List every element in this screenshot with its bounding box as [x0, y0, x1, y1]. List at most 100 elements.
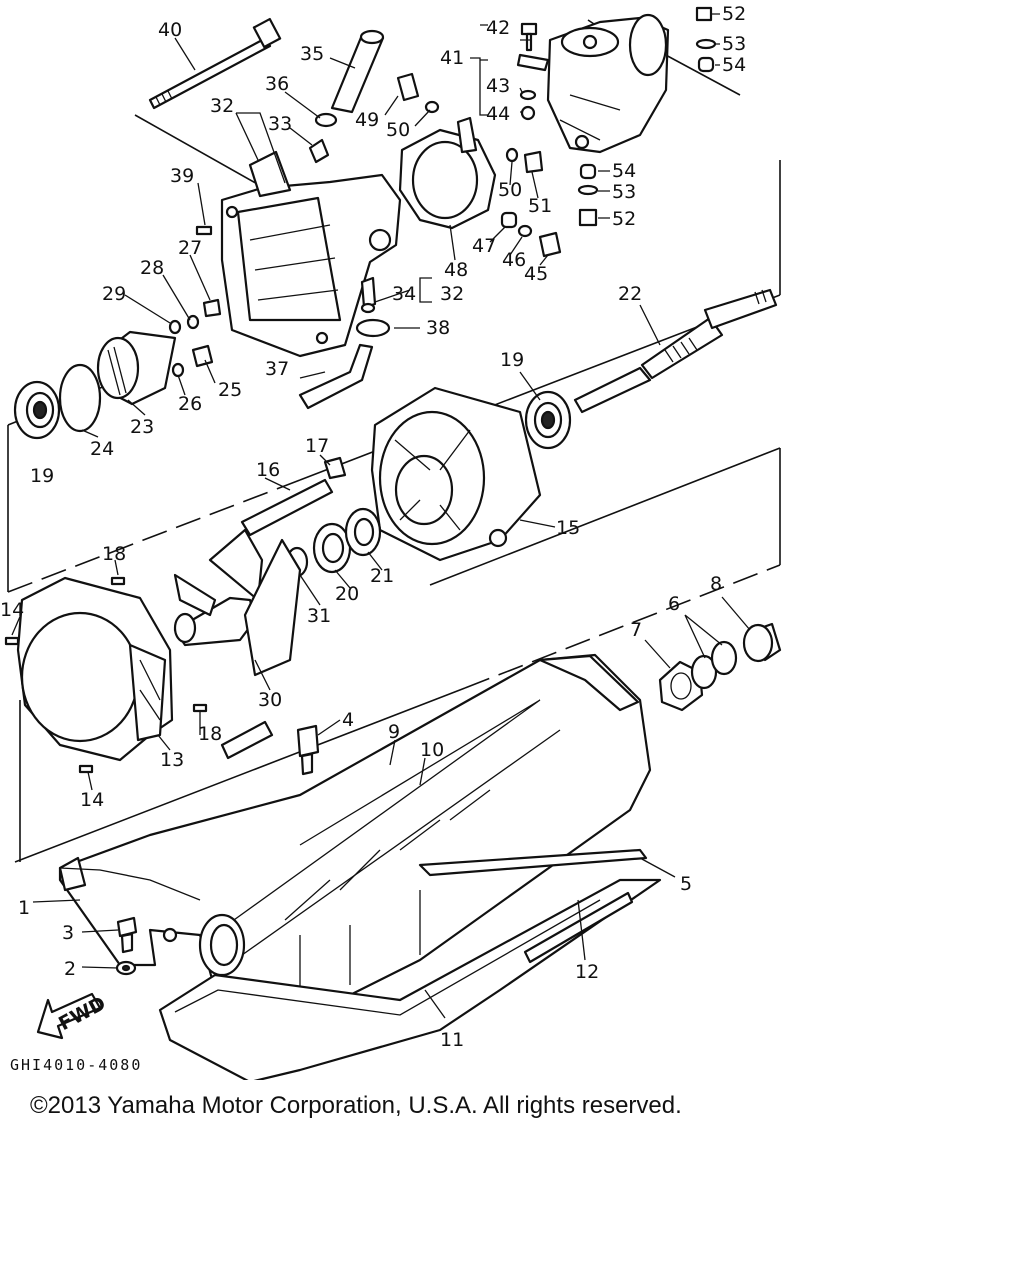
label-34: 34 [392, 283, 416, 305]
part-20-seal [312, 522, 352, 574]
part-40-long-bolt [148, 17, 282, 110]
label-6: 6 [668, 593, 680, 615]
label-15: 15 [556, 517, 580, 539]
label-33: 33 [268, 113, 292, 135]
part-24-o-ring [58, 363, 102, 433]
part-15-impeller-housing [370, 386, 542, 562]
label-20: 20 [335, 583, 359, 605]
label-31: 31 [307, 605, 331, 627]
part-2-washer [115, 960, 137, 976]
label-8: 8 [710, 573, 722, 595]
part-4-fitting [296, 724, 320, 776]
label-14-bottom: 14 [80, 789, 104, 811]
label-9: 9 [388, 721, 400, 743]
label-37: 37 [265, 358, 289, 380]
drawing-code: GHI4010-4080 [10, 1056, 143, 1074]
label-19-right: 19 [500, 349, 524, 371]
part-12-pad [523, 891, 634, 964]
label-28: 28 [140, 257, 164, 279]
label-13: 13 [160, 749, 184, 771]
part-41-nozzle [546, 13, 670, 154]
label-50-top: 50 [386, 119, 410, 141]
label-49: 49 [355, 109, 379, 131]
label-53-top: 53 [722, 33, 746, 55]
hardware-group [396, 6, 717, 258]
part-5-gasket [418, 848, 648, 877]
part-19-bearing-left [13, 380, 61, 440]
label-12: 12 [575, 961, 599, 983]
label-38: 38 [426, 317, 450, 339]
label-45: 45 [524, 263, 548, 285]
pins-14-18 [4, 576, 208, 774]
label-41: 41 [440, 47, 464, 69]
part-3-bolt [116, 916, 138, 954]
label-11: 11 [440, 1029, 464, 1051]
part-22-drive-shaft [573, 288, 778, 414]
fwd-arrow-icon: FWD [36, 992, 109, 1040]
part-labels: 40 35 36 32 33 39 27 28 29 25 26 23 24 1… [0, 3, 746, 1051]
part-35-hose [330, 29, 385, 114]
label-18-top: 18 [102, 543, 126, 565]
label-14-left: 14 [0, 599, 24, 621]
part-19-bearing-right [524, 390, 572, 450]
label-25: 25 [218, 379, 242, 401]
label-3: 3 [62, 922, 74, 944]
part-30-impeller [173, 528, 302, 677]
label-47: 47 [472, 235, 496, 257]
label-29: 29 [102, 283, 126, 305]
part-32-housing [220, 150, 402, 358]
label-19-left: 19 [30, 465, 54, 487]
label-52-top: 52 [722, 3, 746, 25]
part-48-ring [398, 116, 497, 230]
label-10: 10 [420, 739, 444, 761]
part-21-seal [344, 507, 382, 557]
label-42: 42 [486, 17, 510, 39]
label-51: 51 [528, 195, 552, 217]
label-50-right: 50 [498, 179, 522, 201]
part-36-clamp [314, 112, 338, 128]
small-parts-left [168, 225, 222, 378]
part-1-pump-housing [58, 653, 652, 1002]
label-5: 5 [680, 873, 692, 895]
label-53-mid: 53 [612, 181, 636, 203]
label-30: 30 [258, 689, 282, 711]
label-27: 27 [178, 237, 202, 259]
label-4: 4 [342, 709, 354, 731]
part-33-fitting [308, 138, 330, 164]
label-1: 1 [18, 897, 30, 919]
label-7: 7 [630, 619, 642, 641]
copyright-notice: ©2013 Yamaha Motor Corporation, U.S.A. A… [30, 1092, 682, 1119]
exploded-parts-diagram: FWD [0, 3, 782, 1080]
label-23: 23 [130, 416, 154, 438]
label-32-top: 32 [210, 95, 234, 117]
part-23-cone [96, 330, 177, 406]
part-11-ride-plate [158, 878, 662, 1080]
part-17-clip [323, 456, 347, 480]
label-52-mid: 52 [612, 208, 636, 230]
label-43: 43 [486, 75, 510, 97]
label-21: 21 [370, 565, 394, 587]
label-26: 26 [178, 393, 202, 415]
label-48: 48 [444, 259, 468, 281]
label-54-mid: 54 [612, 160, 636, 182]
part-6-bearings [690, 640, 738, 690]
label-2: 2 [64, 958, 76, 980]
label-16: 16 [256, 459, 280, 481]
leader-lines [11, 13, 751, 1019]
label-24: 24 [90, 438, 114, 460]
parts-34-37-38 [298, 276, 391, 410]
label-44: 44 [486, 103, 510, 125]
label-32-side: 32 [440, 283, 464, 305]
part-13-pump-ring [16, 576, 174, 762]
label-46: 46 [502, 249, 526, 271]
label-39: 39 [170, 165, 194, 187]
part-8-cap [742, 622, 782, 663]
label-40: 40 [158, 19, 182, 41]
label-22: 22 [618, 283, 642, 305]
label-35: 35 [300, 43, 324, 65]
label-18-bottom: 18 [198, 723, 222, 745]
label-54-top: 54 [722, 54, 746, 76]
label-17: 17 [305, 435, 329, 457]
part-16-tube [240, 478, 334, 537]
label-36: 36 [265, 73, 289, 95]
